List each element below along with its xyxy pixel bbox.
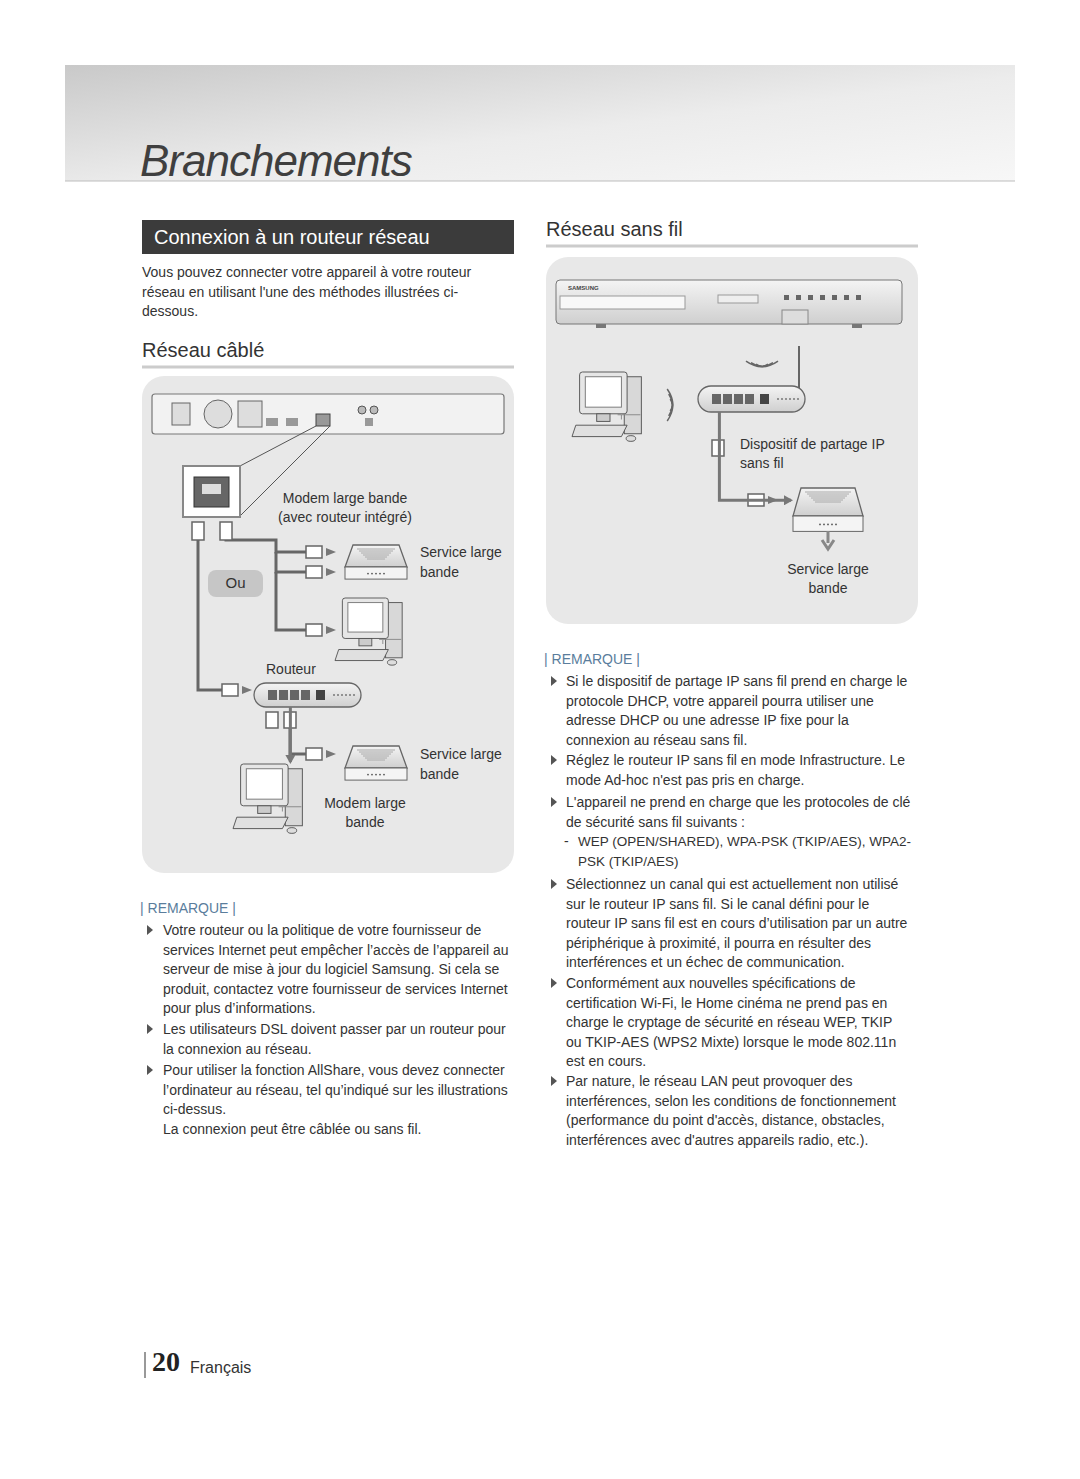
wireless-waves <box>746 361 778 367</box>
computer-device: Modem large bande <box>233 764 303 832</box>
computer-icon <box>335 598 402 665</box>
section-heading: Réseau sans fil <box>546 216 846 242</box>
section-heading: Réseau câblé <box>142 337 442 363</box>
body-text: Vous pouvez connecter votre appareil à v… <box>142 263 494 322</box>
body-text: Conformément aux nouvelles spécification… <box>566 974 911 1072</box>
node-label: Routeur <box>266 660 356 679</box>
wireless-waves <box>667 389 673 421</box>
node-label: Dispositif de partage IP sans fil <box>740 435 890 473</box>
body-text: Pour utiliser la fonction AllShare, vous… <box>163 1061 515 1120</box>
modem-icon <box>793 488 863 531</box>
node-label: Modem large bande <box>315 794 415 832</box>
service-arrow <box>822 531 834 549</box>
note-heading: | REMARQUE | <box>544 650 744 670</box>
modem-device: Modem large bande (avec routeur intégré) <box>345 545 407 579</box>
alternative-box: Ou <box>208 570 263 597</box>
device-label: Service large bande <box>420 745 520 784</box>
body-text: La connexion peut être câblée ou sans fi… <box>163 1120 515 1140</box>
modem-icon <box>345 746 407 780</box>
computer-icon <box>572 372 641 441</box>
home-cinema-front <box>556 280 902 328</box>
body-text: Sélectionnez un canal qui est actuelleme… <box>566 875 911 973</box>
node-label: Ou <box>208 573 263 593</box>
spacer <box>272 700 273 712</box>
page-title: Branchements <box>140 136 412 186</box>
body-text: Votre routeur ou la politique de votre f… <box>163 921 515 1019</box>
brand-label: SAMSUNG <box>568 284 628 292</box>
diagram-panel <box>546 257 918 624</box>
bullet-marker <box>551 978 557 988</box>
bullet-marker <box>551 797 557 807</box>
body-text: - <box>564 832 576 852</box>
node-label: Modem large bande (avec routeur intégré) <box>269 489 421 527</box>
bullet-marker <box>147 1024 153 1034</box>
router-icon <box>254 683 361 707</box>
diagram-panel <box>142 376 514 873</box>
modem-icon <box>345 545 407 579</box>
bullet-marker <box>147 925 153 935</box>
body-text: Les utilisateurs DSL doivent passer par … <box>163 1020 515 1059</box>
bullet-marker <box>551 676 557 686</box>
computer-icon <box>233 764 302 833</box>
page-number-rule <box>144 1352 146 1378</box>
body-text: Par nature, le réseau LAN peut provoquer… <box>566 1072 911 1150</box>
body-text: Réglez le routeur IP sans fil en mode In… <box>566 751 911 790</box>
modem-device: Service large bande <box>793 488 863 532</box>
body-text: WEP (OPEN/SHARED), WPA-PSK (TKIP/AES), W… <box>578 832 913 871</box>
router-device: Routeur <box>254 683 361 707</box>
bullet-marker <box>551 1076 557 1086</box>
node-label: Connexion à un routeur réseau <box>154 225 504 250</box>
note-heading: | REMARQUE | <box>140 899 340 919</box>
wireless-router-device: Dispositif de partage IP sans fil <box>698 386 805 412</box>
body-text: Si le dispositif de partage IP sans fil … <box>566 672 911 750</box>
page-number: 20 <box>152 1345 192 1379</box>
bullet-marker <box>147 1065 153 1075</box>
node-label: Service large bande <box>778 560 878 598</box>
bullet-marker <box>551 879 557 889</box>
body-text: L'appareil ne prend en charge que les pr… <box>566 793 911 832</box>
bullet-marker <box>551 755 557 765</box>
network-cable <box>290 728 306 754</box>
network-cable <box>289 707 292 762</box>
device-label: Service large bande <box>420 543 520 582</box>
section-rule <box>142 366 514 369</box>
section-rule <box>546 245 918 248</box>
section-title-bar: Connexion à un routeur réseau <box>142 220 514 254</box>
router-icon <box>698 346 805 412</box>
language-label: Français <box>190 1358 310 1378</box>
